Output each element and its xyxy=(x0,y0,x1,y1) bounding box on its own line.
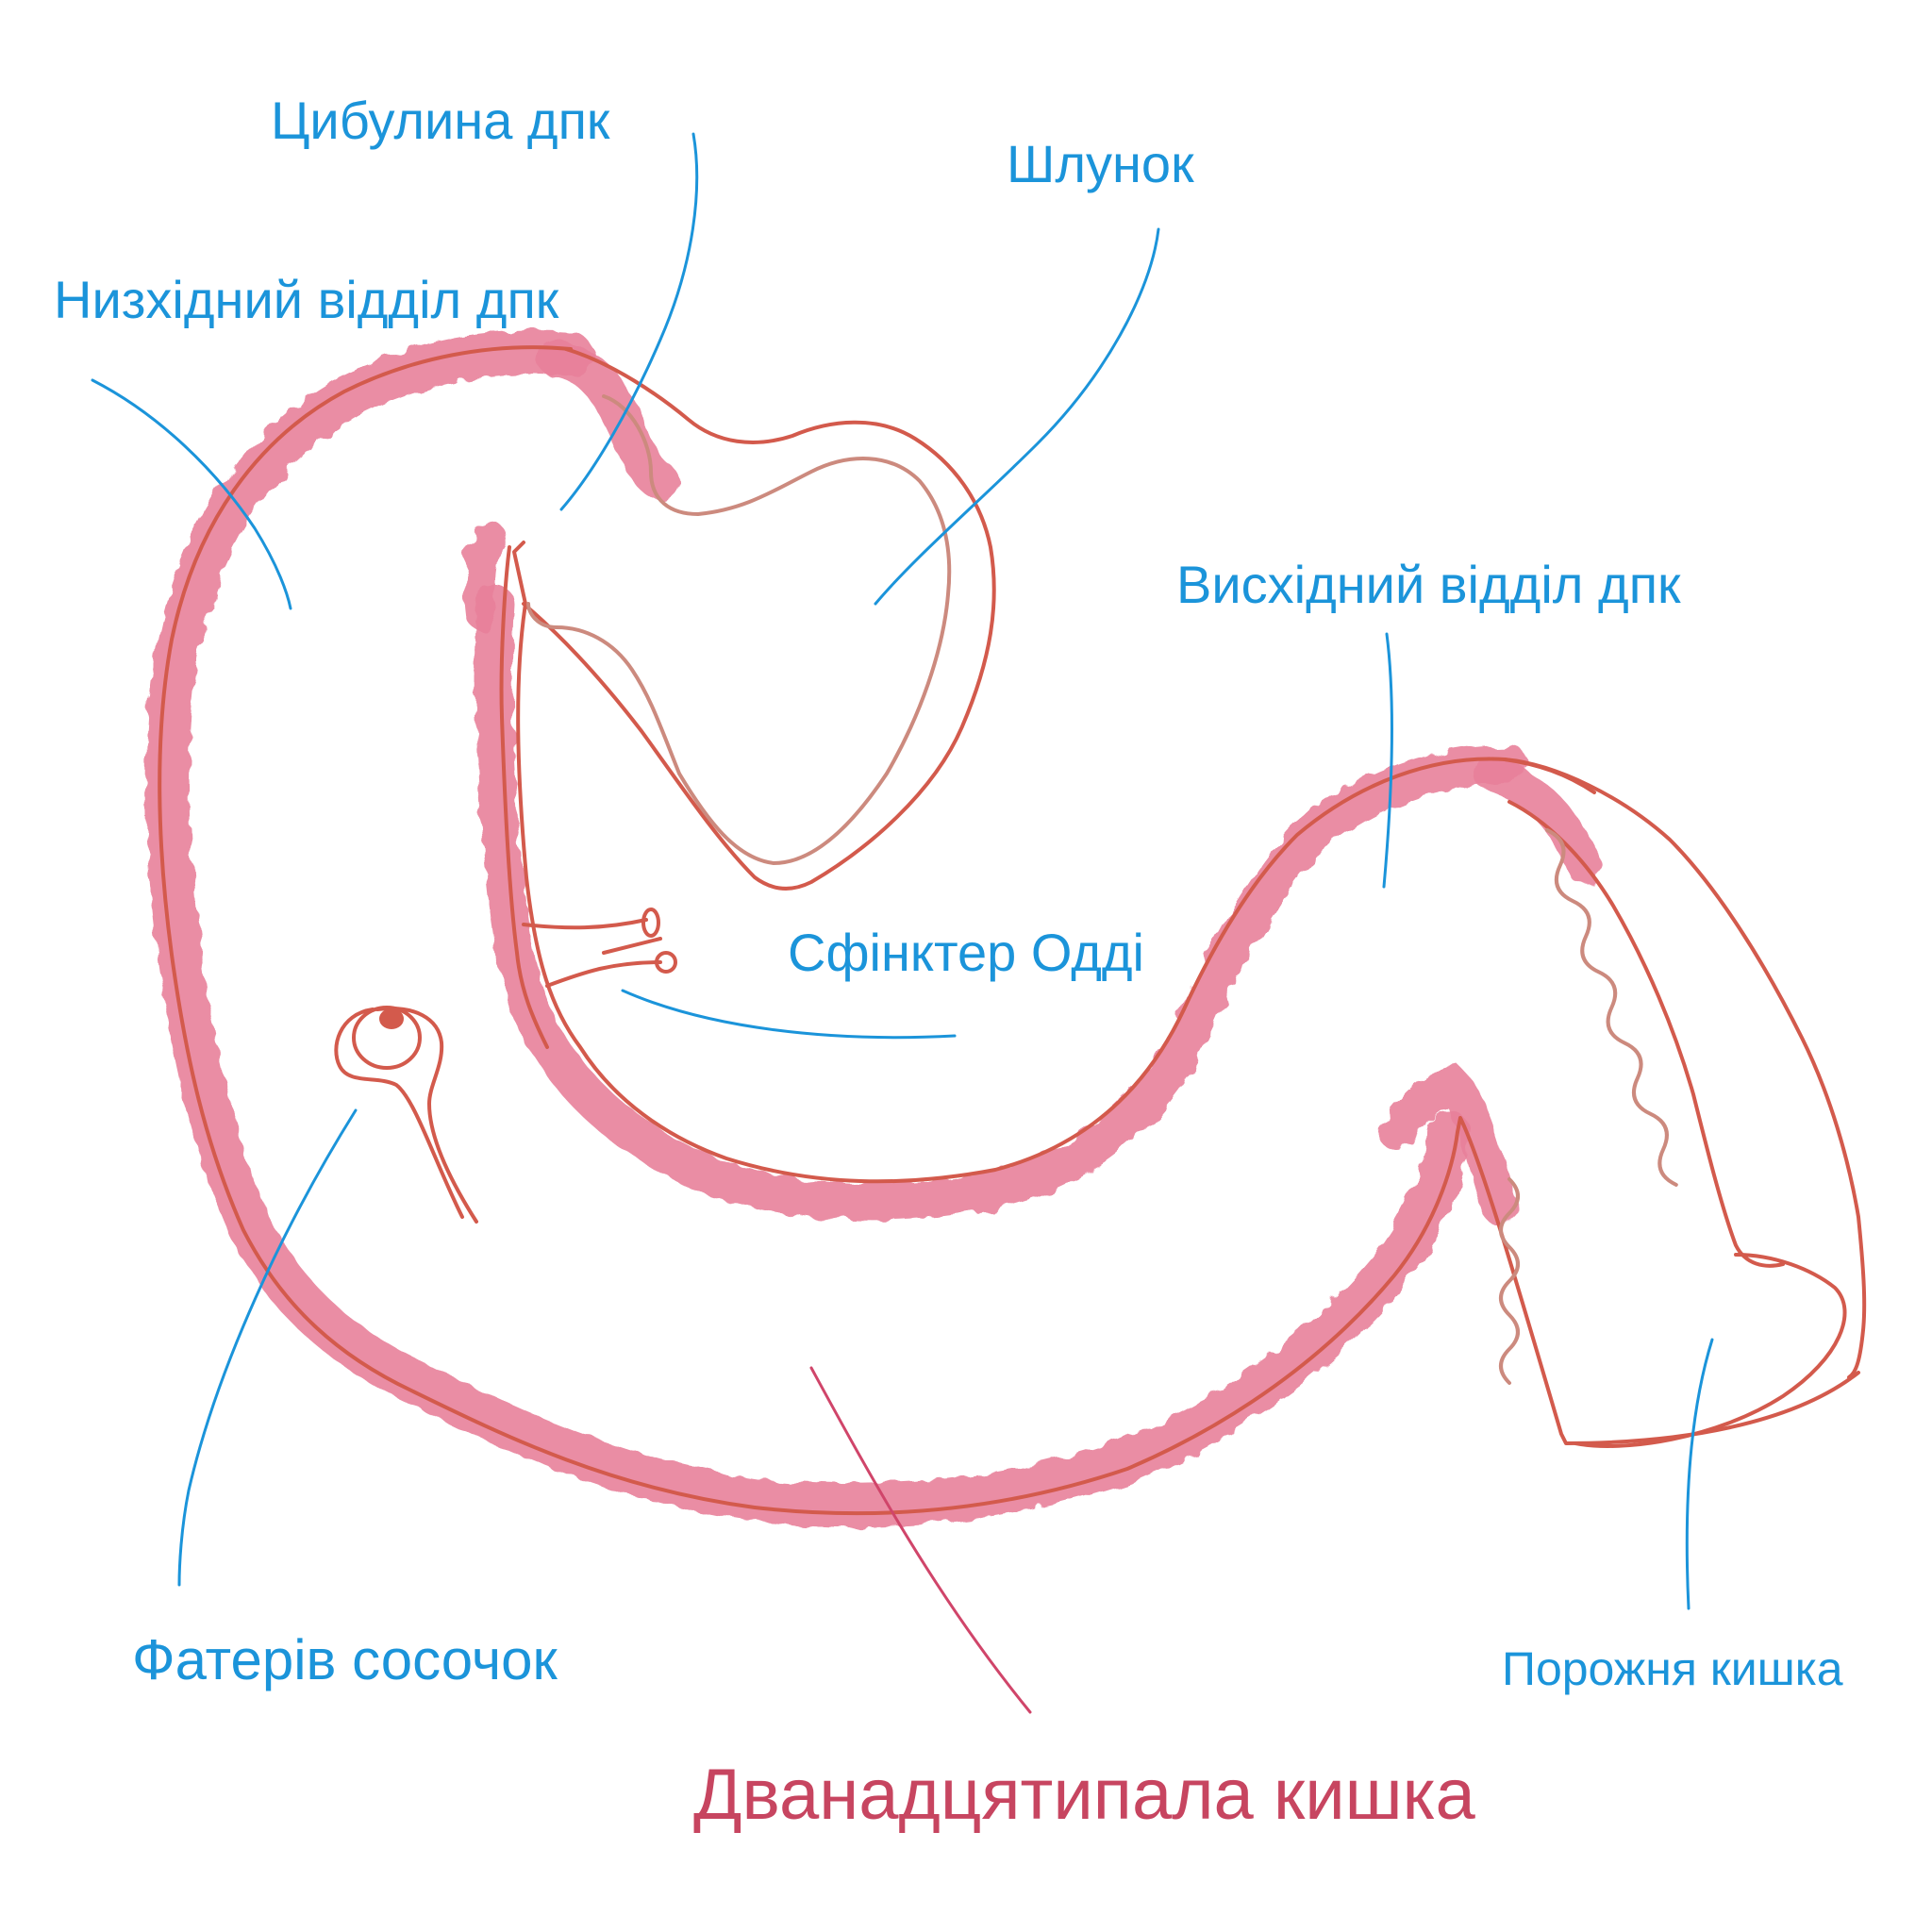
duodenum-outer-outline xyxy=(158,345,1860,1516)
ascending-wall-band xyxy=(1474,757,1602,885)
label-descending-part: Низхідний відділ дпк xyxy=(54,270,559,329)
papilla-right xyxy=(375,1007,478,1224)
bile-duct-lower-opening xyxy=(655,951,677,974)
papilla-outer xyxy=(334,1008,464,1219)
duodenum-wall xyxy=(145,330,1602,1528)
duodenum-wall-outer-band xyxy=(145,330,1470,1528)
jejunum-outer-outline xyxy=(1503,758,1867,1379)
jejunum-mucosa-wave xyxy=(1545,828,1678,1187)
bile-duct-upper xyxy=(522,918,648,930)
label-stomach: Шлунок xyxy=(1007,134,1194,193)
leader-descending xyxy=(91,378,292,610)
duodenum-inner-outline xyxy=(516,602,1596,1184)
label-jejunum: Порожня кишка xyxy=(1502,1642,1843,1695)
bulb-inner-wall xyxy=(499,545,549,1049)
label-duodenal-bulb: Цибулина дпк xyxy=(271,91,610,150)
sphincter-of-oddi xyxy=(522,908,677,988)
leader-oddi xyxy=(621,989,957,1040)
jejunum-opening xyxy=(1574,1253,1847,1448)
jejunum-inner-outline xyxy=(1507,800,1785,1268)
stomach-outer-outline xyxy=(522,347,996,891)
bile-duct-lower xyxy=(545,960,662,988)
pylorus-left-edge xyxy=(512,541,527,606)
leader-bulb xyxy=(559,132,699,511)
stomach-inner-outline xyxy=(526,394,952,865)
leader-duodenum xyxy=(809,1366,1032,1714)
flexure-peak-band xyxy=(1378,1064,1518,1225)
papilla-of-vater xyxy=(334,1006,478,1224)
leader-lines xyxy=(91,132,1714,1714)
label-sphincter-of-oddi: Сфінктер Одді xyxy=(788,923,1144,982)
label-ascending-part: Висхідний відділ дпк xyxy=(1176,555,1681,614)
leader-jejunum xyxy=(1685,1338,1714,1610)
duodenum-wall-inner-band xyxy=(475,585,1528,1221)
bile-duct-middle xyxy=(602,937,662,955)
papilla-ring xyxy=(352,1006,422,1070)
bulb-inner-band xyxy=(463,522,507,629)
leader-stomach xyxy=(874,227,1160,606)
bile-duct-upper-opening xyxy=(641,908,660,938)
leader-ascending xyxy=(1382,632,1394,889)
leader-vater xyxy=(177,1108,358,1587)
ascending-mucosa-wave xyxy=(1499,1177,1520,1385)
papilla-orifice xyxy=(379,1008,404,1029)
label-papilla-of-vater: Фатерів сосочок xyxy=(132,1628,558,1691)
label-duodenum-title: Дванадцятипала кишка xyxy=(693,1755,1475,1835)
